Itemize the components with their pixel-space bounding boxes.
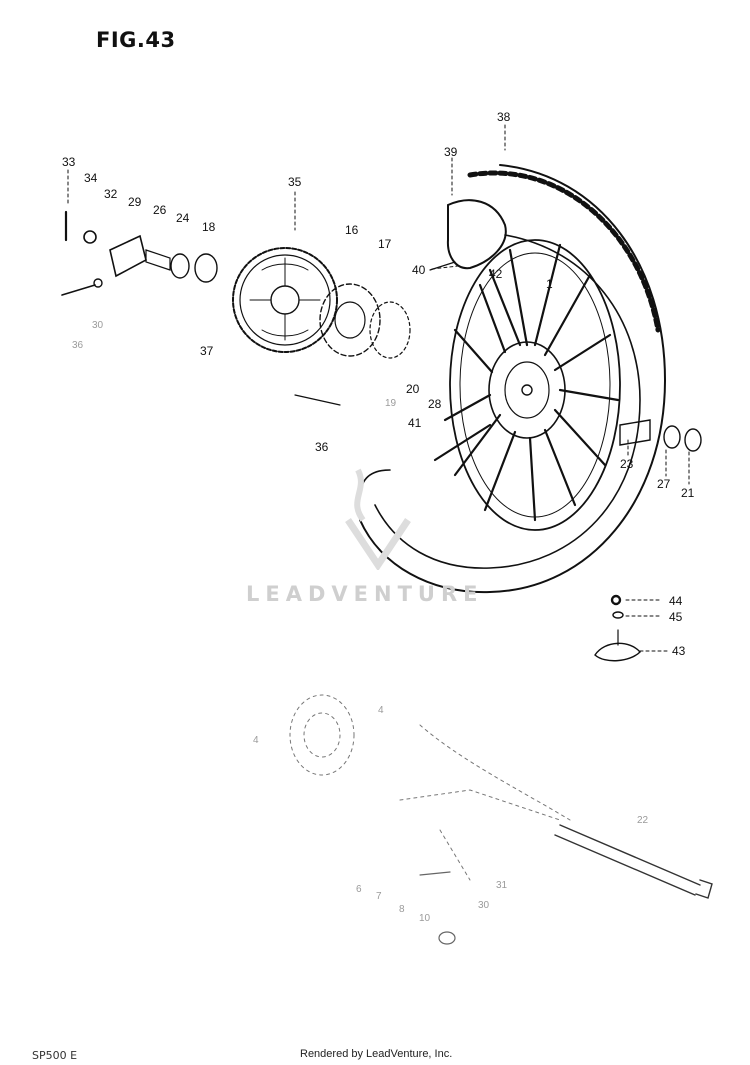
callout-36-bottom: 36 <box>315 440 329 454</box>
right-axle-group <box>619 419 702 452</box>
callout-38: 38 <box>497 110 511 124</box>
callout-42: 42 <box>489 267 503 281</box>
tire-tread <box>467 170 661 333</box>
callout-29: 29 <box>128 195 142 209</box>
spokes <box>433 243 620 522</box>
callout-4-left: 4 <box>253 735 259 746</box>
callout-35: 35 <box>288 175 302 189</box>
sprocket-carrier <box>319 283 411 359</box>
callout-6: 6 <box>356 884 362 895</box>
tire-outline <box>359 164 667 594</box>
rim-ellipse <box>449 239 621 531</box>
callout-43: 43 <box>672 644 686 658</box>
callout-1: 1 <box>546 277 553 291</box>
brake-panel-faint <box>289 694 571 881</box>
callout-27: 27 <box>657 477 671 491</box>
tube-shape <box>446 199 507 270</box>
rear-axle-shaft <box>554 824 713 899</box>
callout-16: 16 <box>345 223 359 237</box>
valve-parts <box>594 594 641 662</box>
callout-26: 26 <box>153 203 167 217</box>
callout-39: 39 <box>444 145 458 159</box>
model-code: SP500 E <box>32 1049 78 1062</box>
callout-40: 40 <box>412 263 426 277</box>
callout-33: 33 <box>62 155 76 169</box>
rear-sprocket <box>232 247 338 353</box>
callout-24: 24 <box>176 211 190 225</box>
callout-18: 18 <box>202 220 216 234</box>
render-credit: Rendered by LeadVenture, Inc. <box>300 1048 453 1060</box>
callout-8: 8 <box>399 904 405 915</box>
callout-10: 10 <box>419 913 431 924</box>
callout-36-left: 36 <box>72 340 84 351</box>
callout-19: 19 <box>385 398 397 409</box>
callout-34: 34 <box>84 171 98 185</box>
callout-45: 45 <box>669 610 683 624</box>
axle-adjuster-group <box>61 210 218 296</box>
callout-28: 28 <box>428 397 442 411</box>
callout-21: 21 <box>681 486 695 500</box>
callout-20: 20 <box>406 382 420 396</box>
callout-7: 7 <box>376 891 382 902</box>
callout-30-lower: 30 <box>478 900 490 911</box>
callout-23: 23 <box>620 457 634 471</box>
callout-37: 37 <box>200 344 214 358</box>
callout-31: 31 <box>496 880 508 891</box>
callout-32: 32 <box>104 187 118 201</box>
callout-41: 41 <box>408 416 422 430</box>
leader-lines <box>67 124 690 652</box>
callout-30: 30 <box>92 320 104 331</box>
callout-22: 22 <box>637 815 649 826</box>
callout-17: 17 <box>378 237 392 251</box>
callout-4-top: 4 <box>378 705 384 716</box>
callout-44: 44 <box>669 594 683 608</box>
hub-ellipse <box>488 341 566 439</box>
tire-inner-edge <box>374 234 641 569</box>
watermark-text: LEADVENTURE <box>246 582 484 606</box>
figure-title: FIG.43 <box>96 28 176 52</box>
leadventure-logo-watermark <box>345 468 411 570</box>
